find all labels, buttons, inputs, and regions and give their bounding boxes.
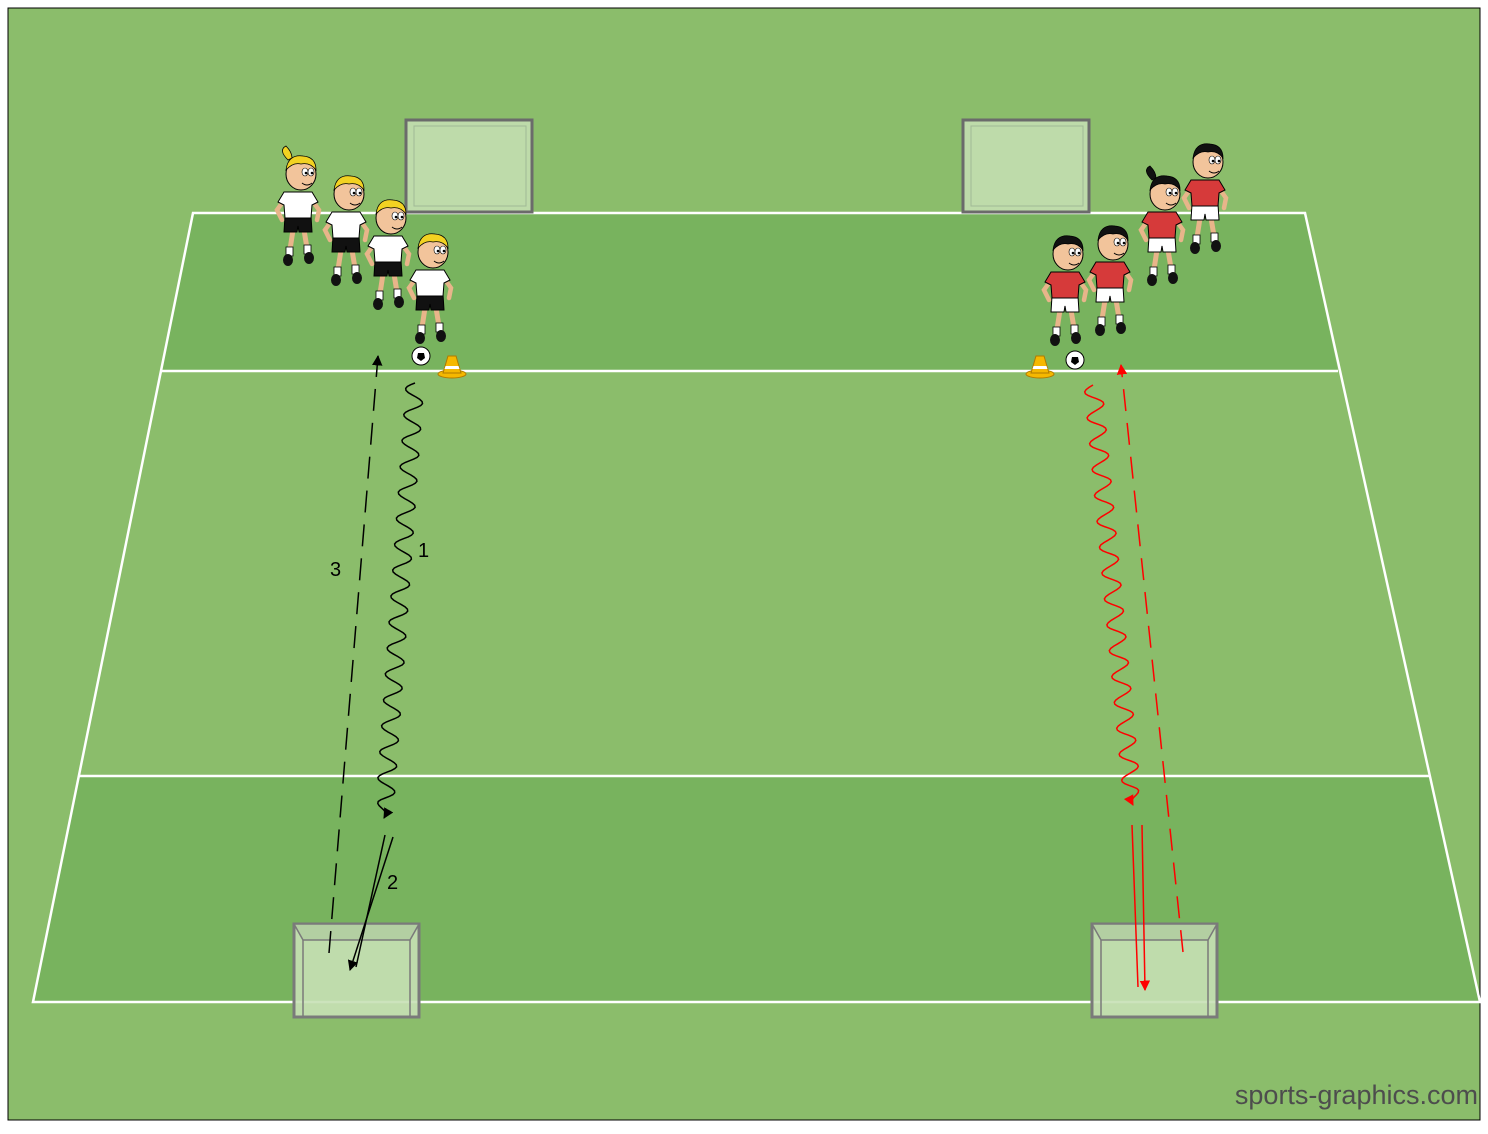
ball-right bbox=[1066, 351, 1084, 369]
label-step-1: 1 bbox=[418, 540, 429, 562]
watermark: sports-graphics.com bbox=[1235, 1080, 1478, 1110]
label-step-3: 3 bbox=[330, 559, 341, 581]
bottom-right-goal bbox=[1092, 924, 1217, 1017]
label-step-2: 2 bbox=[387, 872, 398, 894]
middle-zone bbox=[78, 371, 1430, 776]
top-left-goal bbox=[406, 120, 532, 212]
ball-left bbox=[412, 347, 430, 365]
bottom-zone bbox=[33, 776, 1480, 1002]
bottom-left-goal bbox=[294, 924, 419, 1017]
top-right-goal bbox=[963, 120, 1089, 212]
